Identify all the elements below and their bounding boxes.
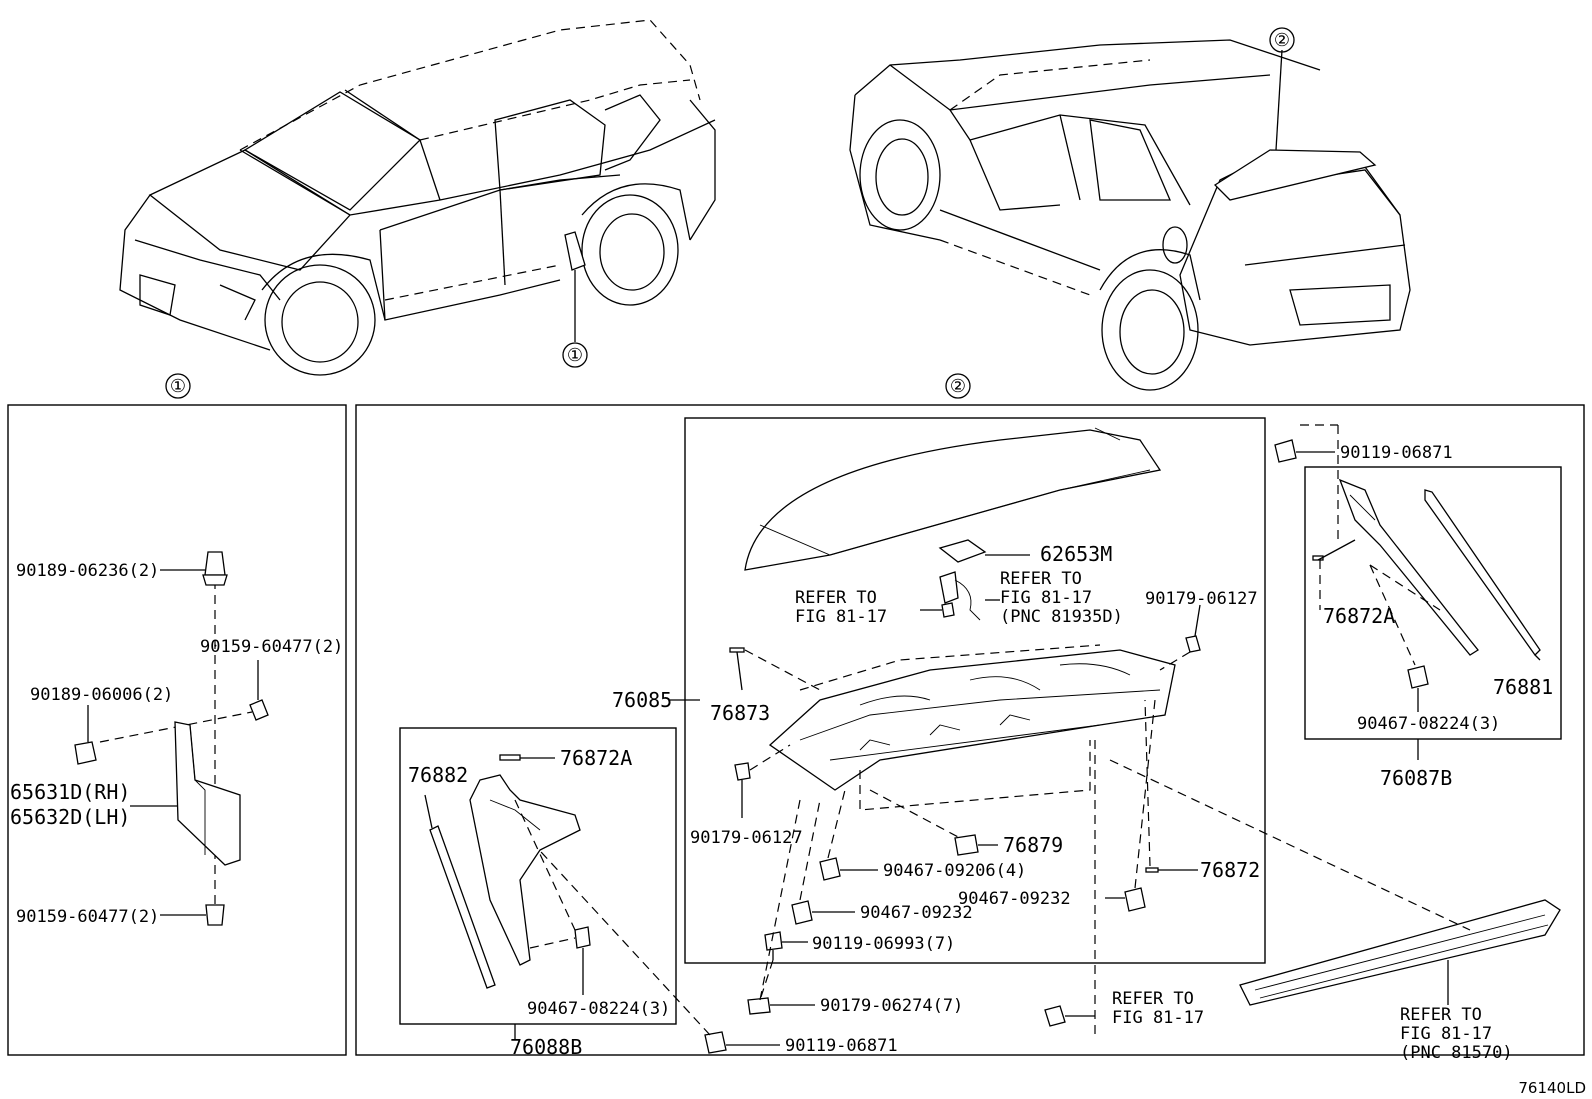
rear-car-illustration: ②: [849, 27, 1411, 391]
label-refer-d-line2: FIG 81-17: [1400, 1024, 1492, 1044]
label-90189-06006: 90189-06006(2): [30, 685, 173, 705]
spoiler-assembly-frame: [684, 417, 1266, 964]
label-76879: 76879: [1003, 833, 1063, 857]
label-refer-b-line1: REFER TO: [1000, 569, 1082, 589]
label-refer-a-line1: REFER TO: [795, 588, 877, 608]
section-2-parts: [424, 424, 1561, 1054]
right-subassembly-frame: [1304, 466, 1562, 740]
label-76881: 76881: [1493, 675, 1553, 699]
rear-car-callout-marker: ②: [1274, 30, 1290, 51]
label-90179-06274: 90179-06274(7): [820, 996, 963, 1016]
label-90179-06127-right: 90179-06127: [1145, 589, 1258, 609]
label-90119-06871-bottom: 90119-06871: [785, 1036, 898, 1056]
label-76085: 76085: [612, 688, 672, 712]
label-90467-09206: 90467-09206(4): [883, 861, 1026, 881]
label-90179-06127-left: 90179-06127: [690, 828, 803, 848]
label-refer-d-line1: REFER TO: [1400, 1005, 1482, 1025]
label-76872A-right: 76872A: [1323, 604, 1395, 628]
label-90467-08224-right: 90467-08224(3): [1357, 714, 1500, 734]
label-76873: 76873: [710, 701, 770, 725]
label-65631D: 65631D(RH): [10, 780, 130, 804]
label-90159-60477-upper: 90159-60477(2): [200, 637, 343, 657]
label-90159-60477-lower: 90159-60477(2): [16, 907, 159, 927]
label-76882: 76882: [408, 763, 468, 787]
left-subassembly-frame: [399, 727, 677, 1025]
label-refer-c-line2: FIG 81-17: [1112, 1008, 1204, 1028]
label-refer-a-line2: FIG 81-17: [795, 607, 887, 627]
front-car-illustration: ①: [119, 19, 716, 376]
label-refer-b-line3: (PNC 81935D): [1000, 607, 1123, 627]
label-refer-d-line3: (PNC 81570): [1400, 1043, 1513, 1063]
section-1-frame: [7, 404, 347, 1056]
label-refer-c-line1: REFER TO: [1112, 989, 1194, 1009]
view-marker-2: ②: [950, 376, 966, 397]
label-76088B: 76088B: [510, 1035, 582, 1059]
label-90467-09232-right: 90467-09232: [958, 889, 1071, 909]
section-2-frame: [355, 404, 1585, 1056]
label-90467-09232-left: 90467-09232: [860, 903, 973, 923]
view-marker-1: ①: [170, 376, 186, 397]
label-76872A-left: 76872A: [560, 746, 632, 770]
label-76087B: 76087B: [1380, 766, 1452, 790]
label-90467-08224-left: 90467-08224(3): [527, 999, 670, 1019]
label-90119-06871-top: 90119-06871: [1340, 443, 1453, 463]
label-62653M: 62653M: [1040, 542, 1112, 566]
front-car-callout-marker: ①: [567, 345, 583, 366]
label-65632D: 65632D(LH): [10, 805, 130, 829]
label-90189-06236: 90189-06236(2): [16, 561, 159, 581]
section-1-parts: [74, 551, 269, 926]
label-refer-b-line2: FIG 81-17: [1000, 588, 1092, 608]
label-76872: 76872: [1200, 858, 1260, 882]
figure-code: 76140LD: [1518, 1079, 1586, 1097]
label-90119-06993: 90119-06993(7): [812, 934, 955, 954]
